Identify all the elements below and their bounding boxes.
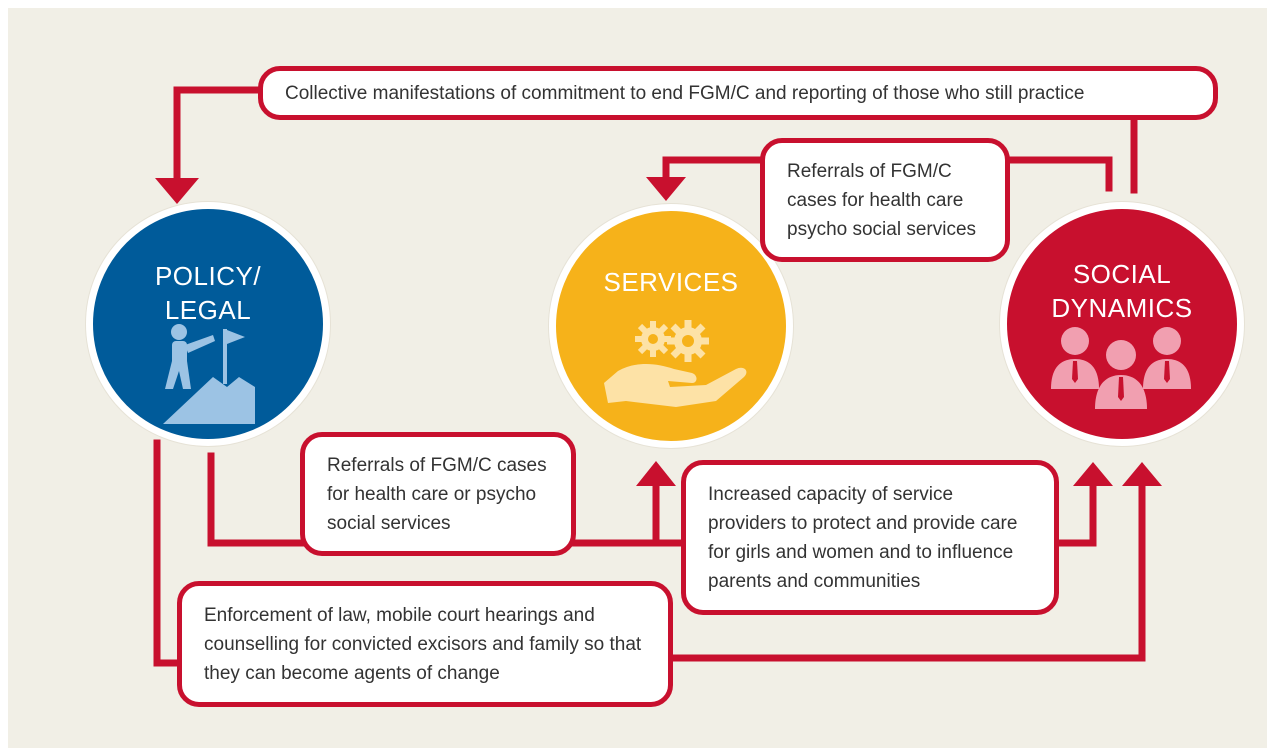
group-of-people-icon <box>1051 327 1191 409</box>
flow-box-enforcement: Enforcement of law, mobile court hearing… <box>177 581 673 707</box>
flow-label-policy-referrals: Referrals of FGM/C cases for health care… <box>327 454 547 534</box>
node-services: SERVICES <box>549 204 793 448</box>
connector-social-to-services <box>662 156 1113 192</box>
flow-label-increased-capacity: Increased capacity of service providers … <box>708 483 1018 592</box>
node-social-title: SOCIAL DYNAMICS <box>1007 257 1237 325</box>
connector-top-loop <box>173 86 1138 194</box>
hand-holding-gears-icon <box>604 320 747 407</box>
flow-box-collective-commitment: Collective manifestations of commitment … <box>258 66 1218 120</box>
node-social-dynamics: SOCIAL DYNAMICS <box>1000 202 1244 446</box>
flow-label-enforcement: Enforcement of law, mobile court hearing… <box>204 604 642 684</box>
node-policy-legal: POLICY/ LEGAL <box>86 202 330 446</box>
arrowhead-into-policy <box>155 178 199 204</box>
person-climbing-to-flag-icon <box>163 324 255 424</box>
node-services-title: SERVICES <box>556 265 786 299</box>
flow-box-increased-capacity: Increased capacity of service providers … <box>681 460 1059 615</box>
arrowhead-into-services-bottom <box>636 461 676 486</box>
flow-box-social-referrals: Referrals of FGM/C cases for health care… <box>760 138 1010 262</box>
node-social-title-line1: SOCIAL <box>1072 259 1172 289</box>
connector-enforcement <box>153 439 1146 667</box>
node-policy-title: POLICY/ LEGAL <box>93 259 323 327</box>
node-services-title-line1: SERVICES <box>603 267 739 297</box>
arrowhead-into-services-top <box>646 177 686 201</box>
node-policy-title-line2: LEGAL <box>164 295 252 325</box>
node-social-title-line2: DYNAMICS <box>1051 293 1193 323</box>
arrowhead-into-social-1 <box>1073 462 1113 486</box>
flow-box-policy-referrals: Referrals of FGM/C cases for health care… <box>300 432 576 556</box>
flow-label-social-referrals: Referrals of FGM/C cases for health care… <box>787 160 977 240</box>
node-policy-title-line1: POLICY/ <box>154 261 262 291</box>
flow-label-collective-commitment: Collective manifestations of commitment … <box>285 82 1085 104</box>
arrowhead-into-social-2 <box>1122 462 1162 486</box>
